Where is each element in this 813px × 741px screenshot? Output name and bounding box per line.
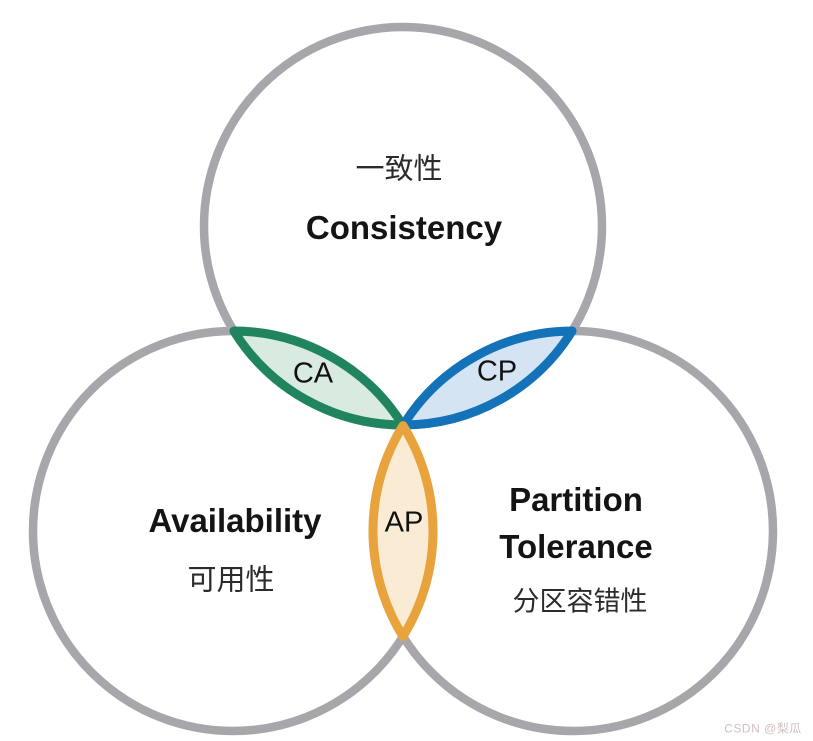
cp-label: CP [476,355,518,388]
availability-label-en: Availability [148,502,322,540]
ap-label: AP [384,506,424,539]
partition-tolerance-line2: Tolerance [499,528,653,565]
watermark: CSDN @梨瓜 [724,721,802,736]
partition-tolerance-line1: Partition [509,481,643,518]
consistency-label-zh: 一致性 [355,153,443,186]
partition-tolerance-label-zh: 分区容错性 [512,586,648,617]
lens-ap [368,421,438,641]
ca-label: CA [292,357,334,390]
availability-label-zh: 可用性 [187,564,275,597]
consistency-label-en: Consistency [305,209,503,247]
partition-tolerance-label-en: Partition Tolerance [499,476,652,570]
